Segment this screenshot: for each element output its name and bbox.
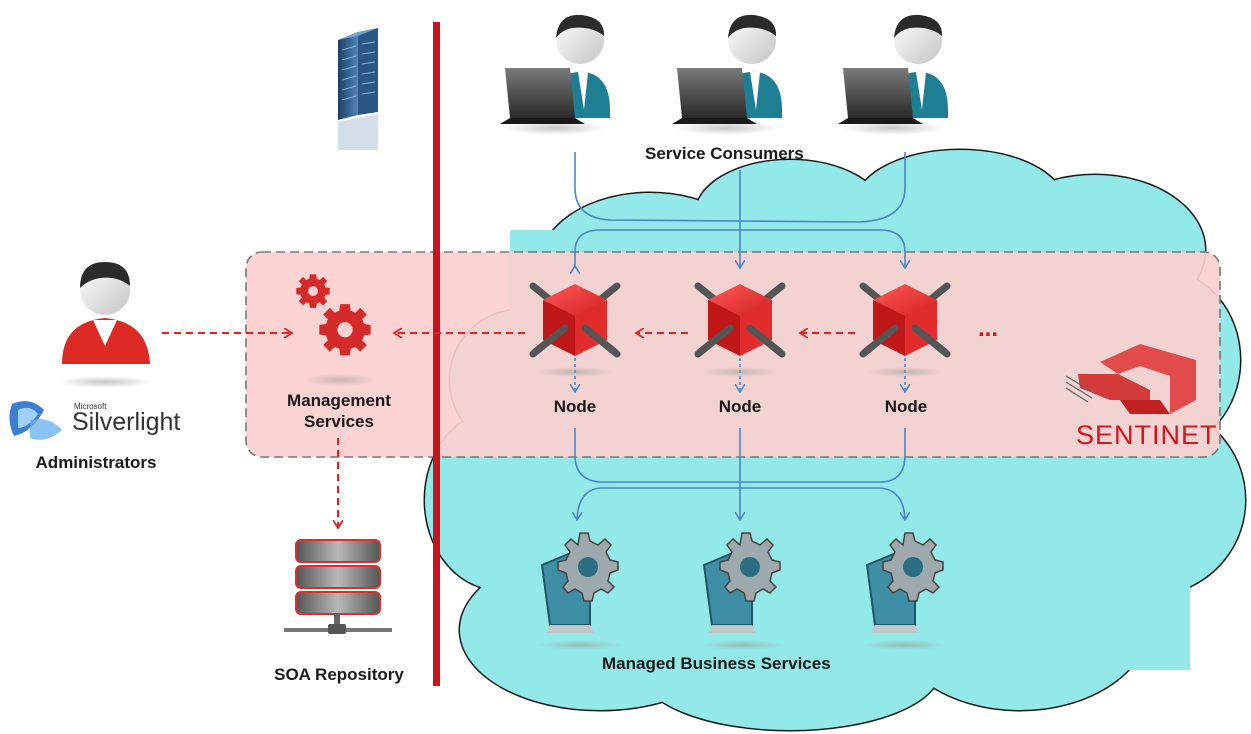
node-label: Node: [553, 397, 597, 416]
business-service-gear-icon: [538, 532, 622, 650]
service-consumers-label: Service Consumers: [645, 144, 804, 163]
database-icon: [284, 539, 392, 634]
business-service-gear-icon: [863, 532, 947, 650]
silverlight-wordmark: Silverlight: [72, 408, 181, 436]
consumer-laptop-icon: [500, 14, 610, 135]
node-label: Node: [884, 397, 928, 416]
management-flow-arrows: [162, 333, 855, 528]
consumer-laptop-icon: [838, 14, 948, 135]
node-cube-icon: [694, 282, 786, 377]
consumer-laptop-icon: [672, 14, 782, 135]
node-cube-icon: [529, 282, 621, 377]
management-gears-icon: [296, 274, 378, 386]
silverlight-microsoft-text: Microsoft: [74, 402, 107, 411]
consumer-flow-lines: [575, 152, 905, 520]
administrators-label: Administrators: [35, 453, 157, 472]
more-nodes-ellipsis: ...: [978, 315, 999, 342]
network-boundary-line: [433, 22, 440, 686]
sentinet-zone: [245, 251, 1221, 458]
soa-repository-label: SOA Repository: [274, 665, 404, 684]
node-label: Node: [718, 397, 762, 416]
node-cube-icon: [859, 282, 951, 377]
sentinet-wordmark: SENTINET: [1076, 420, 1218, 450]
sentinet-logo-icon: [1065, 344, 1196, 414]
business-service-gear-icon: [700, 532, 784, 650]
management-services-label-line2: Services: [304, 412, 374, 431]
managed-business-services-label: Managed Business Services: [602, 654, 831, 673]
administrator-avatar-icon: [57, 262, 153, 388]
server-building-icon: [338, 28, 378, 150]
silverlight-logo-icon: [9, 401, 62, 440]
management-services-label-line1: Management: [287, 391, 391, 410]
